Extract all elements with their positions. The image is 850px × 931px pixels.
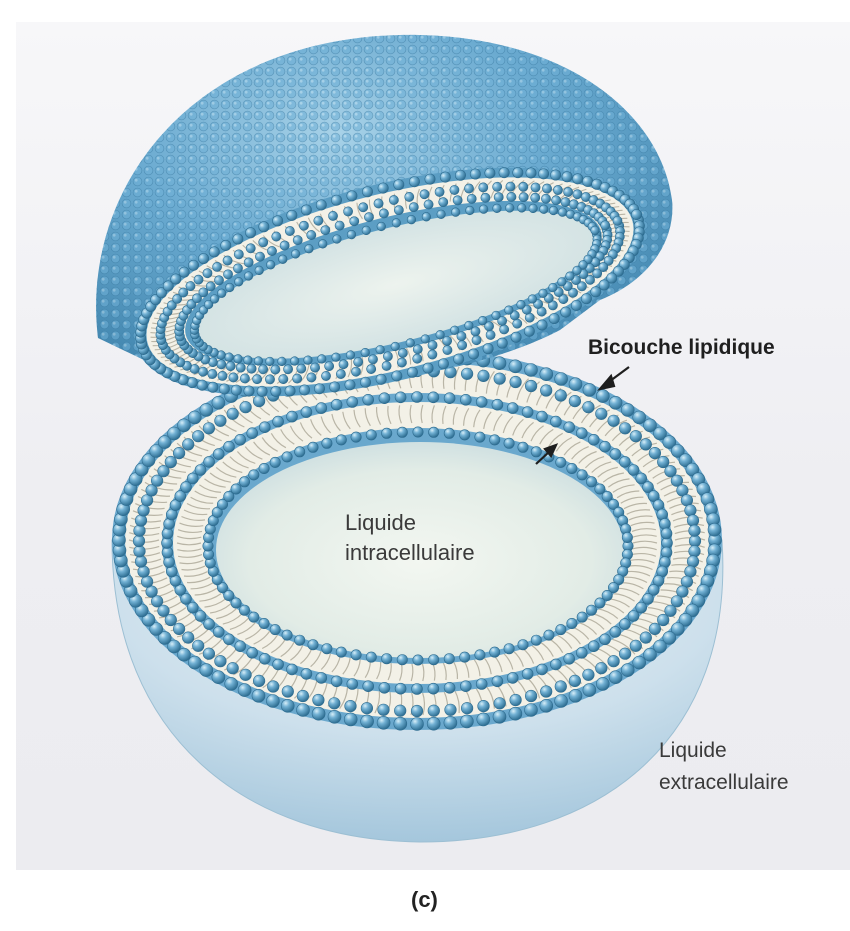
lower-hemisphere bbox=[112, 350, 723, 843]
panel-letter: (c) bbox=[411, 887, 438, 913]
extracellular-label: Liquide extracellulaire bbox=[659, 735, 789, 799]
intracellular-label-line2: intracellulaire bbox=[345, 538, 475, 568]
extracellular-label-line1: Liquide bbox=[659, 735, 789, 767]
intracellular-label-line1: Liquide bbox=[345, 508, 475, 538]
upper-hemisphere bbox=[96, 35, 672, 441]
extracellular-label-line2: extracellulaire bbox=[659, 767, 789, 799]
intracellular-label: Liquide intracellulaire bbox=[345, 508, 475, 568]
bilayer-label: Bicouche lipidique bbox=[588, 336, 775, 360]
